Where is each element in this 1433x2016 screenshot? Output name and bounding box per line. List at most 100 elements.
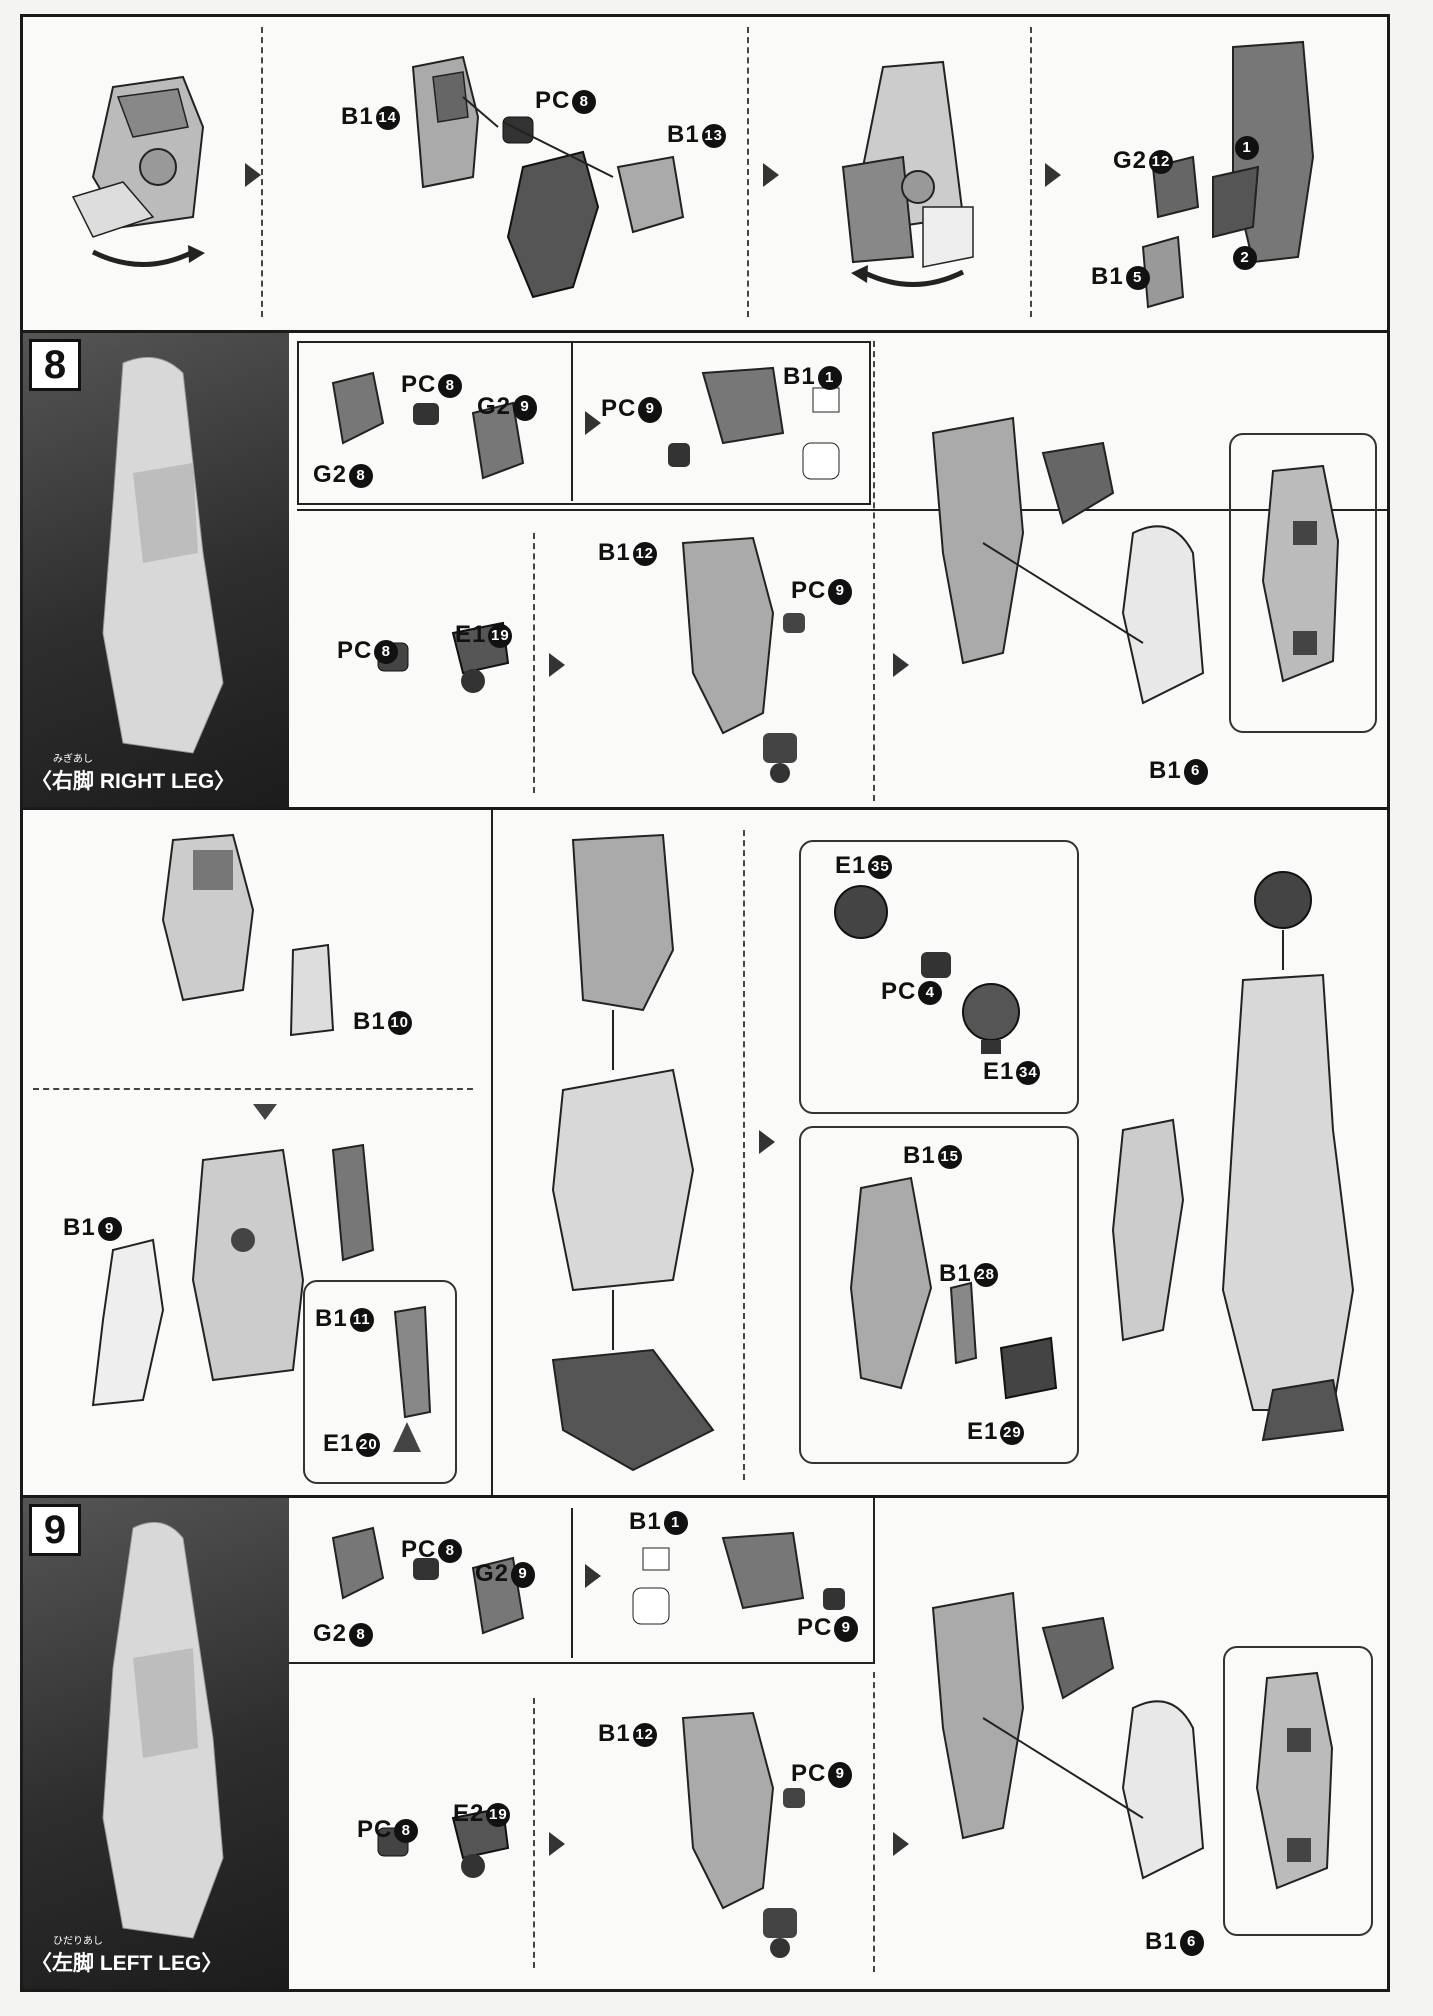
detail-view-frame xyxy=(1229,433,1377,733)
divider xyxy=(533,533,535,793)
divider xyxy=(873,341,875,801)
sequence-marker-1: 1 xyxy=(1233,133,1259,161)
shin-armor-detail xyxy=(849,1176,1058,1400)
step-arrow xyxy=(893,653,909,677)
divider xyxy=(261,27,263,317)
sub-assembly-frame xyxy=(297,341,871,505)
step-arrow xyxy=(549,653,565,677)
right-leg-photo: 8 みぎあし 〈右脚 RIGHT LEG〉 xyxy=(23,333,289,807)
knee-armor-illustration xyxy=(161,833,255,1002)
step-arrow xyxy=(253,1104,277,1120)
lower-leg-frame-illustration xyxy=(681,536,805,783)
divider xyxy=(1030,27,1032,317)
step-number: 9 xyxy=(29,1504,81,1556)
left-leg-photo: 9 ひだりあし 〈左脚 LEFT LEG〉 xyxy=(23,1498,289,1989)
right-leg-silhouette xyxy=(102,356,224,754)
side-panel-detail xyxy=(393,1305,432,1452)
lower-leg-frame-illustration xyxy=(681,1711,805,1958)
divider xyxy=(571,341,573,501)
thigh-armor-illustration xyxy=(1212,40,1315,264)
step-arrow xyxy=(585,411,601,435)
step-number: 8 xyxy=(29,339,81,391)
leg-caption: みぎあし 〈右脚 RIGHT LEG〉 xyxy=(31,754,236,793)
completed-right-leg-illustration xyxy=(1111,871,1355,1442)
divider xyxy=(747,27,749,317)
knee-cap-illustration xyxy=(289,943,335,1037)
lower-leg-assembly-illustration xyxy=(931,1591,1205,1880)
step-arrow xyxy=(759,1130,775,1154)
thigh-assembly-illustration xyxy=(411,55,685,299)
left-leg-silhouette xyxy=(102,1521,224,1939)
step-arrow xyxy=(585,1564,601,1588)
detail-view-frame xyxy=(1223,1646,1373,1936)
ball-joint-detail xyxy=(834,885,1020,1054)
detail-view-frame xyxy=(799,840,1079,1114)
completed-lower-leg-detail xyxy=(1255,1671,1334,1890)
step-arrow xyxy=(763,163,779,187)
divider xyxy=(873,1672,875,1972)
completed-lower-leg-detail xyxy=(1261,464,1340,683)
sub-assembly-frame xyxy=(289,1498,875,1664)
sequence-marker-2: 2 xyxy=(1231,243,1257,271)
lower-leg-armor-illustration xyxy=(91,1148,305,1407)
divider xyxy=(33,1088,473,1090)
side-panel-illustration xyxy=(331,1143,375,1262)
divider xyxy=(743,830,745,1480)
knee-joint-with-pc-illustration xyxy=(632,1531,845,1625)
knee-joint-illustration xyxy=(331,1526,525,1635)
step-arrow xyxy=(549,1832,565,1856)
knee-joint-illustration xyxy=(331,371,525,480)
lower-leg-assembly-illustration xyxy=(931,416,1205,705)
divider xyxy=(571,1508,573,1658)
leg-caption: ひだりあし 〈左脚 LEFT LEG〉 xyxy=(31,1936,223,1975)
detail-view-frame xyxy=(303,1280,457,1484)
hip-joint-part-illustration xyxy=(71,75,205,267)
step-arrow xyxy=(1045,163,1061,187)
leg-stack-illustration xyxy=(551,833,715,1472)
divider xyxy=(297,509,1387,511)
divider xyxy=(533,1698,535,1968)
step-arrow xyxy=(245,163,261,187)
detail-view-frame xyxy=(799,1126,1079,1464)
